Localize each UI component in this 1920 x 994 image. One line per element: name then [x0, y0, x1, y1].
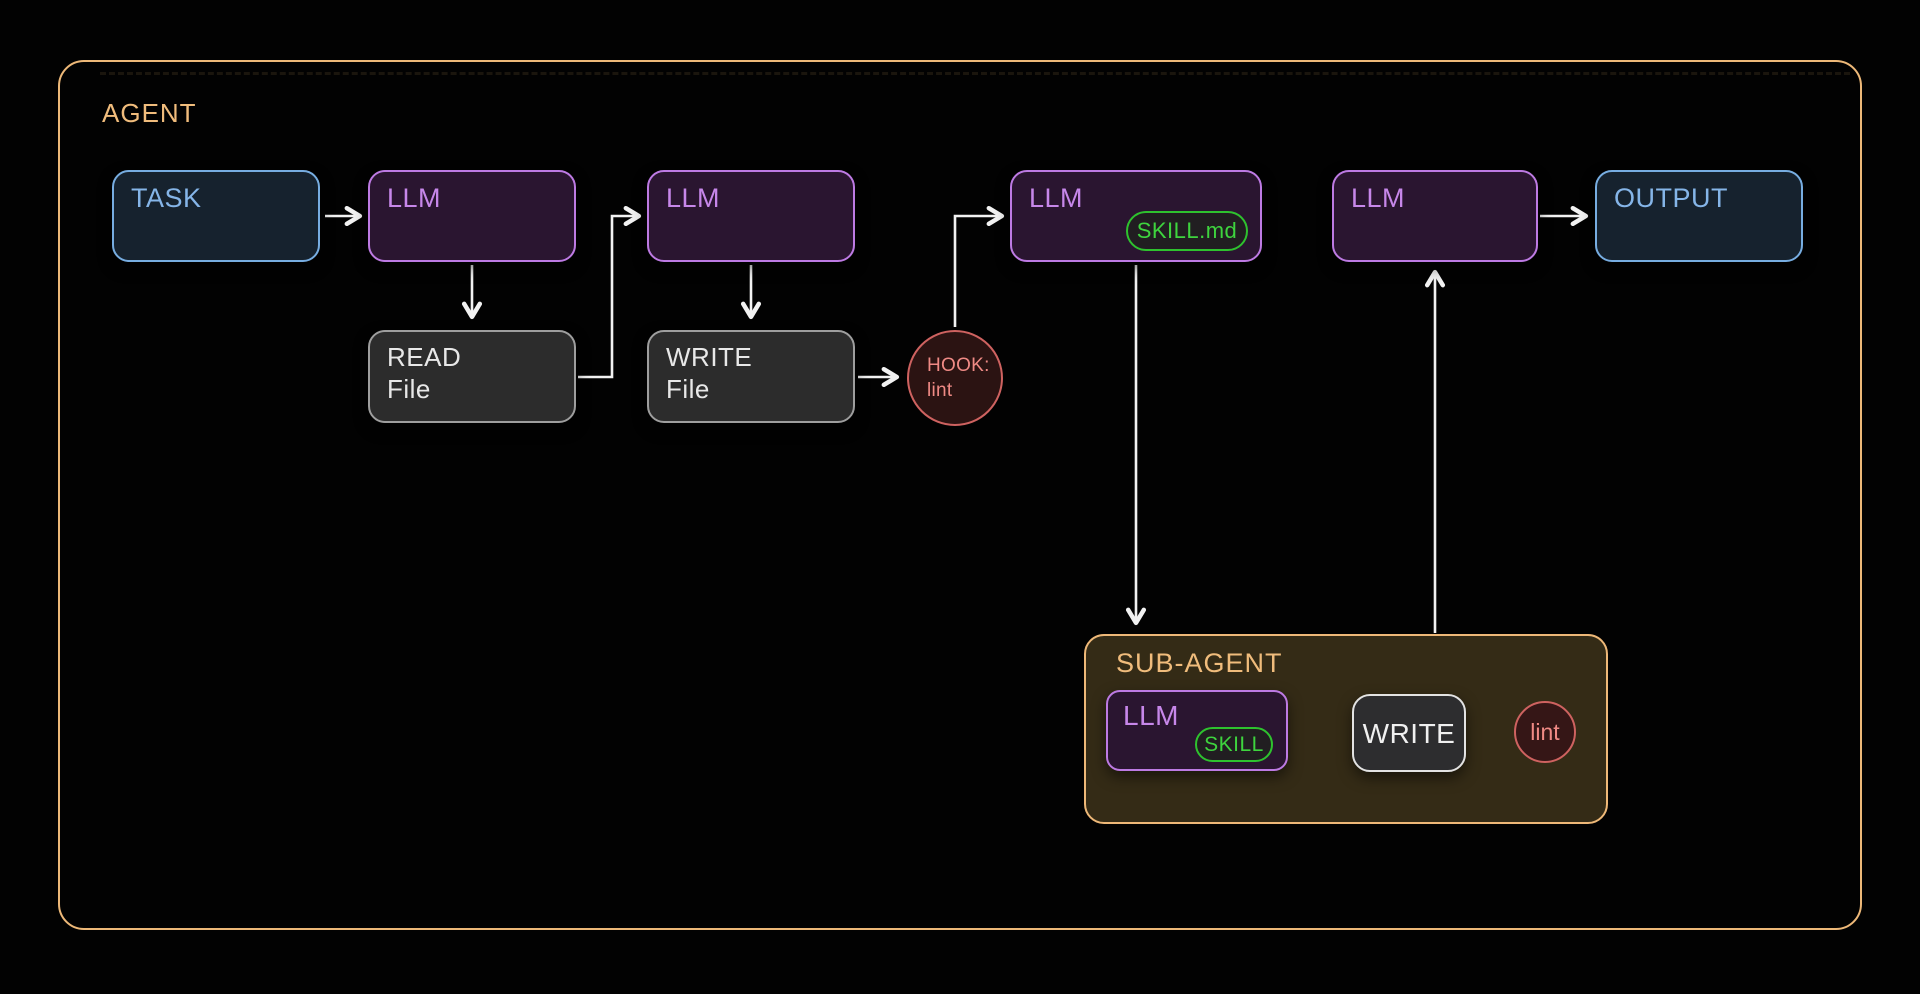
- node-task-label: TASK: [131, 183, 202, 213]
- node-hook-label-line1: HOOK:: [927, 355, 990, 376]
- skill-badge: SKILL: [1195, 727, 1273, 762]
- node-write-file: WRITE File: [647, 330, 855, 423]
- node-sub-llm-label: LLM: [1123, 700, 1179, 731]
- node-llm-4: LLM: [1332, 170, 1538, 262]
- node-llm-4-label: LLM: [1351, 183, 1406, 213]
- node-llm-2: LLM: [647, 170, 855, 262]
- node-write-file-label-line2: File: [666, 374, 710, 404]
- node-llm-2-label: LLM: [666, 183, 721, 213]
- node-sub-write: WRITE: [1352, 694, 1466, 772]
- node-llm-3-label: LLM: [1029, 183, 1084, 213]
- node-read-file-label-line2: File: [387, 374, 431, 404]
- node-hook-lint: HOOK: lint: [907, 330, 1003, 426]
- agent-label: AGENT: [102, 98, 197, 128]
- skill-md-badge: SKILL.md: [1126, 211, 1248, 251]
- node-sub-write-label: WRITE: [1362, 717, 1456, 749]
- node-sub-llm: LLM SKILL: [1106, 690, 1288, 771]
- node-write-file-label-line1: WRITE: [666, 342, 753, 372]
- node-output-label: OUTPUT: [1614, 183, 1728, 213]
- node-output: OUTPUT: [1595, 170, 1803, 262]
- node-read-file-label-line1: READ: [387, 342, 462, 372]
- node-llm-1: LLM: [368, 170, 576, 262]
- decorative-dashed-line: [100, 72, 1850, 75]
- agent-container: [58, 60, 1862, 930]
- node-llm-3: LLM SKILL.md: [1010, 170, 1262, 262]
- node-sub-lint-label: lint: [1530, 718, 1560, 745]
- node-task: TASK: [112, 170, 320, 262]
- node-read-file: READ File: [368, 330, 576, 423]
- sub-agent-label: SUB-AGENT: [1116, 648, 1283, 678]
- node-sub-lint: lint: [1514, 701, 1576, 763]
- node-hook-label-line2: lint: [927, 380, 953, 401]
- node-llm-1-label: LLM: [387, 183, 442, 213]
